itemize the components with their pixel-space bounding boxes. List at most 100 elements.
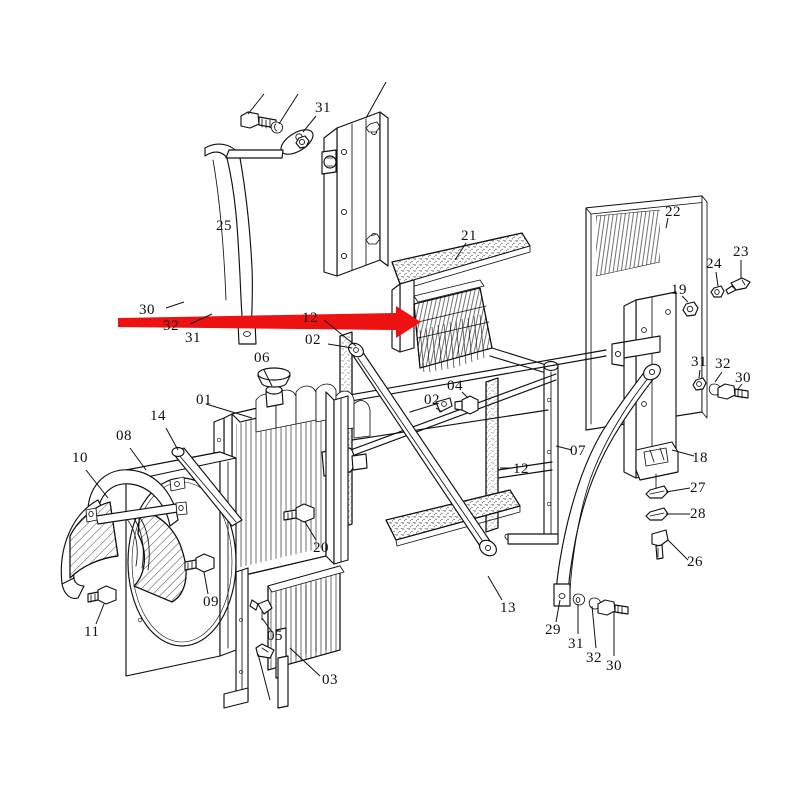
part-lower-stay-arm-29 — [553, 363, 661, 607]
callout-02a: 02 — [305, 332, 321, 348]
leader-line — [257, 653, 271, 701]
red-arrow-highlight — [118, 306, 421, 338]
callout-09: 09 — [203, 594, 219, 610]
leader-line — [129, 447, 147, 471]
callout-06: 06 — [254, 350, 270, 366]
callout-30b: 30 — [735, 370, 751, 386]
leader-line — [714, 371, 723, 383]
leader-line — [665, 217, 669, 229]
leader-line — [263, 369, 273, 387]
leader-line — [323, 319, 357, 347]
callout-labels: 01 02 02 03 04 05 06 07 08 09 10 11 12 1… — [72, 100, 751, 688]
callout-30a: 30 — [139, 302, 155, 318]
leader-line — [289, 647, 321, 677]
part-diagonal-brace — [348, 342, 497, 557]
callout-22: 22 — [665, 204, 681, 220]
callout-24: 24 — [706, 256, 722, 272]
part-air-deflector-21 — [391, 232, 531, 291]
leader-line — [95, 603, 105, 625]
callout-07: 07 — [570, 443, 586, 459]
leader-line — [189, 313, 213, 325]
callout-12b: 12 — [513, 461, 529, 477]
leader-line — [261, 617, 273, 633]
callout-08: 08 — [116, 428, 132, 444]
leader-line — [461, 391, 469, 399]
clamp-icon — [435, 397, 453, 413]
leader-line — [591, 605, 597, 649]
callout-20: 20 — [313, 540, 329, 556]
callout-25: 25 — [216, 218, 232, 234]
fastener-stack-27-28-26 — [645, 473, 669, 560]
leader-line — [665, 487, 691, 493]
callout-31d: 31 — [568, 636, 584, 652]
part-lower-cooler-core — [249, 565, 345, 709]
callout-02b: 02 — [424, 392, 440, 408]
callout-32b: 32 — [715, 356, 731, 372]
plug-icon — [461, 395, 479, 415]
leader-line — [165, 301, 185, 309]
callout-18: 18 — [692, 450, 708, 466]
washer-icon — [645, 507, 669, 521]
leader-line — [278, 93, 299, 125]
callout-28: 28 — [690, 506, 706, 522]
hex-bolt-icon — [717, 383, 736, 400]
callout-29: 29 — [545, 622, 561, 638]
part-stay-rod-14 — [171, 446, 243, 527]
hex-bolt-icon — [195, 553, 215, 573]
callout-31c: 31 — [691, 354, 707, 370]
hex-bolt-icon — [597, 599, 616, 616]
fastener-20 — [283, 503, 315, 523]
callout-05: 05 — [267, 628, 283, 644]
callout-31a: 31 — [315, 100, 331, 116]
callout-03: 03 — [322, 672, 338, 688]
washer-icon — [710, 285, 725, 298]
callout-19: 19 — [671, 282, 687, 298]
leader-line — [327, 343, 353, 349]
fastener-set-top-left — [240, 111, 310, 149]
nut-icon — [682, 301, 699, 317]
leader-line — [205, 403, 253, 419]
callout-13: 13 — [500, 600, 516, 616]
hex-bolt-icon — [97, 585, 117, 605]
leader-line — [304, 521, 317, 541]
hex-bolt-icon — [295, 503, 315, 523]
callout-14: 14 — [150, 408, 166, 424]
hex-bolt-icon — [651, 529, 669, 547]
leader-line — [667, 539, 689, 561]
nut-icon — [572, 593, 586, 606]
part-shroud-frame-rail — [223, 567, 249, 709]
callout-10: 10 — [72, 450, 88, 466]
cushion-icon — [645, 485, 669, 499]
leader-line — [302, 115, 317, 133]
fastener-11 — [87, 585, 117, 605]
callout-04: 04 — [447, 378, 463, 394]
fastener-set-right-upper — [682, 277, 751, 317]
fastener-09 — [184, 553, 215, 573]
callout-01: 01 — [196, 392, 212, 408]
callout-21: 21 — [461, 228, 477, 244]
fastener-set-right-lower — [692, 377, 749, 400]
nut-icon — [692, 377, 707, 391]
leader-line — [555, 445, 573, 451]
callout-11: 11 — [84, 624, 99, 640]
callout-26: 26 — [687, 554, 703, 570]
leader-line — [85, 469, 109, 499]
callout-27: 27 — [690, 480, 706, 496]
part-side-bracket-18 — [611, 291, 679, 481]
leader-line — [247, 93, 265, 115]
callout-30c: 30 — [606, 658, 622, 674]
leader-line — [487, 575, 503, 601]
callout-31b: 31 — [185, 330, 201, 346]
leader-line — [698, 369, 701, 379]
leader-line — [671, 449, 695, 457]
leader-line — [203, 571, 209, 595]
leader-line — [454, 242, 467, 261]
drain-cock-icon — [257, 599, 273, 615]
part-fan-guard-10 — [60, 469, 188, 603]
leader-line — [681, 295, 689, 303]
callout-12a: 12 — [302, 310, 318, 326]
callout-32a: 32 — [163, 318, 179, 334]
leader-line — [715, 271, 719, 287]
